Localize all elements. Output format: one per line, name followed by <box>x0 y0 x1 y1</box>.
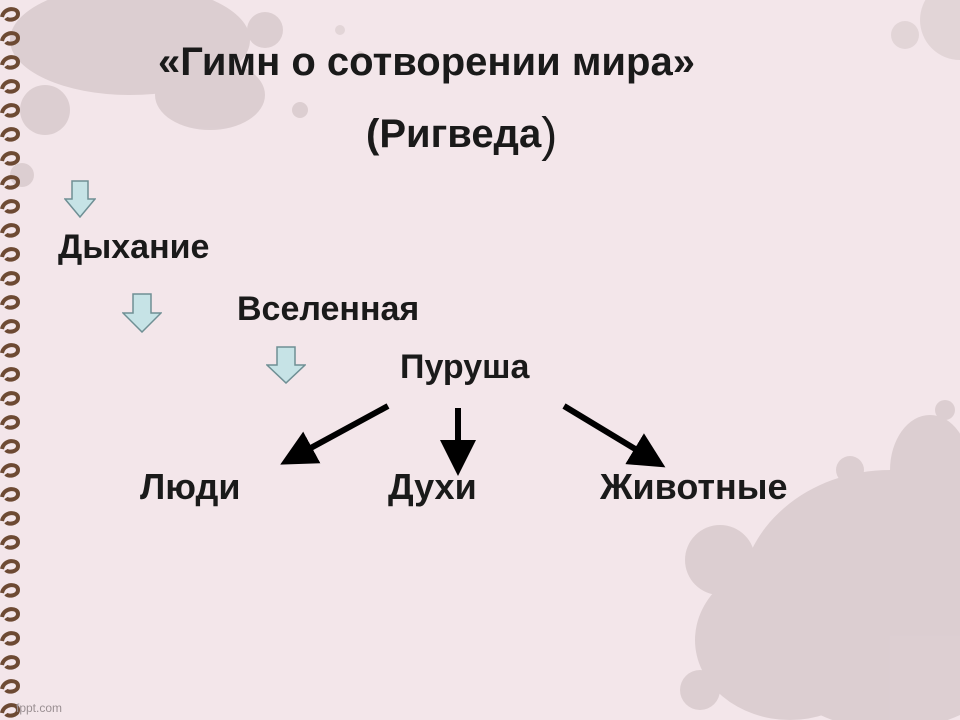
spiral-ring <box>0 295 21 310</box>
spiral-ring <box>0 415 21 430</box>
outcome-spirits: Духи <box>388 466 477 507</box>
down-arrow-icon <box>266 346 306 384</box>
spiral-ring <box>0 319 21 334</box>
spiral-ring <box>0 487 21 502</box>
black-arrow-icon <box>280 403 390 465</box>
step-purusha: Пуруша <box>400 348 530 386</box>
outcome-animals: Животные <box>600 466 788 507</box>
spiral-ring <box>0 631 21 646</box>
title-close-paren: ) <box>541 109 558 162</box>
spiral-binding <box>0 7 21 718</box>
spiral-ring <box>0 655 21 670</box>
down-arrow-icon <box>122 293 162 333</box>
spiral-ring <box>0 367 21 382</box>
spiral-ring <box>0 559 21 574</box>
title-source: (Ригведа <box>366 112 542 156</box>
step-breath: Дыхание <box>58 228 210 266</box>
spiral-ring <box>0 271 21 286</box>
spiral-ring <box>0 199 21 214</box>
spiral-ring <box>0 247 21 262</box>
black-arrow-icon <box>562 403 666 468</box>
down-arrow-icon <box>64 180 96 218</box>
spiral-ring <box>0 511 21 526</box>
spiral-ring <box>0 31 21 46</box>
title-line-1: «Гимн о сотворении мира» <box>158 40 695 84</box>
spiral-ring <box>0 79 21 94</box>
spiral-ring <box>0 343 21 358</box>
spiral-ring <box>0 103 21 118</box>
spiral-ring <box>0 679 21 694</box>
spiral-ring <box>0 607 21 622</box>
spiral-ring <box>0 463 21 478</box>
spiral-ring <box>0 175 21 190</box>
spiral-ring <box>0 439 21 454</box>
spiral-ring <box>0 703 21 718</box>
spiral-ring <box>0 391 21 406</box>
spiral-ring <box>0 55 21 70</box>
spiral-ring <box>0 7 21 22</box>
title-line-2: (Ригведа) <box>366 104 558 162</box>
spiral-ring <box>0 535 21 550</box>
spiral-ring <box>0 583 21 598</box>
outcome-people: Люди <box>140 466 241 507</box>
footer-watermark: fppt.com <box>16 701 63 715</box>
spiral-ring <box>0 151 21 166</box>
spiral-ring <box>0 127 21 142</box>
step-universe: Вселенная <box>237 290 420 328</box>
spiral-ring <box>0 223 21 238</box>
